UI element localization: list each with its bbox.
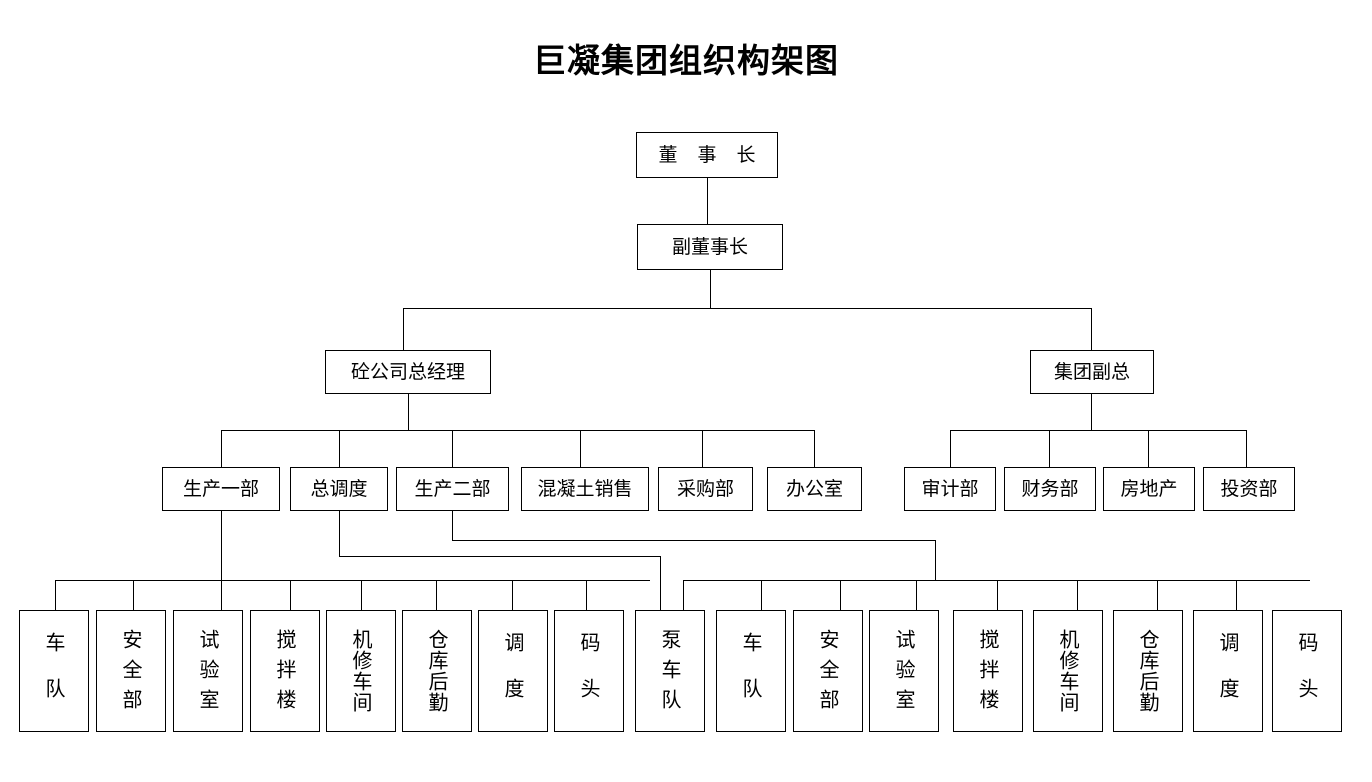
- connector-drop-investment: [1246, 430, 1247, 467]
- connector-drop-r-safety: [761, 580, 762, 610]
- connector-drop-l-dispatch: [512, 580, 513, 610]
- node-chief-dispatch[interactable]: 总调度: [290, 467, 388, 511]
- node-l-warehouse[interactable]: 仓库后勤: [402, 610, 472, 732]
- connector-drop-sales: [580, 430, 581, 467]
- node-r-warehouse[interactable]: 仓库后勤: [1113, 610, 1183, 732]
- connector-level4-right-bus: [950, 430, 1246, 431]
- connector-chairman-to-vice: [707, 178, 708, 224]
- node-pump-fleet[interactable]: 泵车队: [635, 610, 705, 732]
- connector-drop-l-repair: [361, 580, 362, 610]
- node-real-estate[interactable]: 房地产: [1103, 467, 1195, 511]
- connector-drop-chief-dispatch: [339, 430, 340, 467]
- node-l-lab[interactable]: 试验室: [173, 610, 243, 732]
- connector-drop-r-fleet: [683, 580, 684, 610]
- connector-concrete-gm-drop: [408, 394, 409, 430]
- node-prod-dept-1[interactable]: 生产一部: [162, 467, 280, 511]
- connector-level5-left-bus: [55, 580, 650, 581]
- connector-drop-prod2: [452, 430, 453, 467]
- connector-prod2-to-right-bus: [935, 540, 936, 580]
- connector-drop-group-vp: [1091, 308, 1092, 350]
- node-r-mixing[interactable]: 搅拌楼: [953, 610, 1023, 732]
- node-r-wharf[interactable]: 码头: [1272, 610, 1342, 732]
- connector-level3-bus: [403, 308, 1092, 309]
- connector-prod2-run: [452, 540, 935, 541]
- connector-drop-purchasing: [702, 430, 703, 467]
- node-audit[interactable]: 审计部: [904, 467, 996, 511]
- node-office[interactable]: 办公室: [767, 467, 862, 511]
- node-group-vp[interactable]: 集团副总: [1030, 350, 1154, 394]
- node-r-dispatch[interactable]: 调度: [1193, 610, 1263, 732]
- connector-chief-dispatch-run: [339, 556, 661, 557]
- node-l-dispatch[interactable]: 调度: [478, 610, 548, 732]
- page-title: 巨凝集团组织构架图: [533, 41, 839, 80]
- connector-drop-r-dispatch: [1157, 580, 1158, 610]
- connector-drop-finance: [1049, 430, 1050, 467]
- node-concrete-gm[interactable]: 砼公司总经理: [325, 350, 491, 394]
- node-vice-chairman[interactable]: 副董事长: [637, 224, 783, 270]
- connector-chief-dispatch-to-pump: [660, 556, 661, 610]
- connector-drop-r-mixing: [916, 580, 917, 610]
- connector-drop-real-estate: [1148, 430, 1149, 467]
- node-r-lab[interactable]: 试验室: [869, 610, 939, 732]
- connector-level5-right-bus: [683, 580, 1310, 581]
- connector-drop-r-repair: [997, 580, 998, 610]
- connector-drop-l-warehouse: [436, 580, 437, 610]
- connector-drop-l-lab: [221, 580, 222, 610]
- node-chairman[interactable]: 董 事 长: [636, 132, 778, 178]
- node-l-wharf[interactable]: 码头: [554, 610, 624, 732]
- connector-drop-r-lab: [840, 580, 841, 610]
- node-r-fleet[interactable]: 车队: [716, 610, 786, 732]
- connector-prod2-drop: [452, 511, 453, 540]
- node-prod-dept-2[interactable]: 生产二部: [396, 467, 509, 511]
- connector-vice-drop: [710, 270, 711, 308]
- node-finance[interactable]: 财务部: [1004, 467, 1096, 511]
- node-l-repair[interactable]: 机修车间: [326, 610, 396, 732]
- connector-drop-l-safety: [133, 580, 134, 610]
- connector-level4-left-bus: [221, 430, 814, 431]
- connector-group-vp-drop: [1091, 394, 1092, 430]
- connector-drop-l-mixing: [290, 580, 291, 610]
- node-r-repair[interactable]: 机修车间: [1033, 610, 1103, 732]
- connector-drop-r-warehouse: [1077, 580, 1078, 610]
- node-l-safety[interactable]: 安全部: [96, 610, 166, 732]
- connector-chief-dispatch-drop: [339, 511, 340, 556]
- node-r-safety[interactable]: 安全部: [793, 610, 863, 732]
- connector-drop-office: [814, 430, 815, 467]
- node-l-fleet[interactable]: 车队: [19, 610, 89, 732]
- node-concrete-sales[interactable]: 混凝土销售: [521, 467, 649, 511]
- connector-drop-concrete-gm: [403, 308, 404, 350]
- connector-prod1-drop: [221, 511, 222, 580]
- node-l-mixing[interactable]: 搅拌楼: [250, 610, 320, 732]
- connector-drop-prod1: [221, 430, 222, 467]
- connector-drop-l-fleet: [55, 580, 56, 610]
- node-investment[interactable]: 投资部: [1203, 467, 1295, 511]
- connector-drop-audit: [950, 430, 951, 467]
- connector-drop-r-wharf: [1236, 580, 1237, 610]
- node-purchasing[interactable]: 采购部: [658, 467, 753, 511]
- connector-drop-l-wharf: [586, 580, 587, 610]
